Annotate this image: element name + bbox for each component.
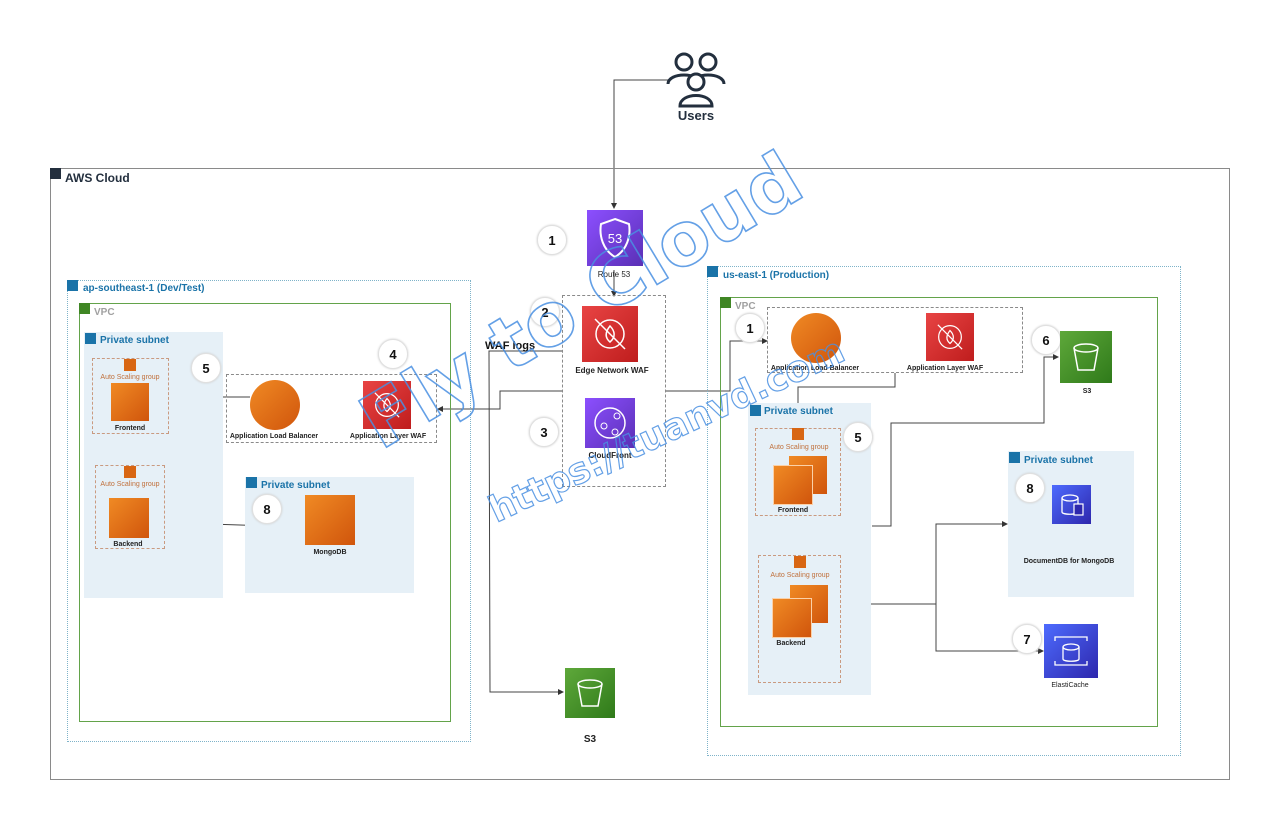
cloudfront-icon[interactable] [585, 398, 635, 448]
dev-frontend-label: Frontend [114, 425, 146, 432]
subnet-lock-icon [85, 333, 96, 344]
prod-alb-label: Application Load Balancer [770, 365, 860, 372]
prod-app-subnet [748, 403, 871, 695]
step-badge-prod-1: 1 [735, 313, 765, 343]
step-badge-4: 4 [378, 339, 408, 369]
edge-to-dev-waf [437, 390, 562, 412]
users-to-route53 [611, 79, 668, 209]
dev-frontend-asg-label: Auto Scaling group [100, 374, 160, 381]
elasticache-icon[interactable] [1044, 624, 1098, 678]
svg-text:53: 53 [608, 231, 622, 246]
asg-icon [794, 556, 806, 568]
prod-frontend-ec2-icon[interactable] [773, 465, 813, 505]
step-badge-3: 3 [529, 417, 559, 447]
mongodb-label: MongoDB [313, 549, 347, 556]
elasticache-label: ElastiCache [1051, 682, 1089, 689]
dev-db-subnet-title: Private subnet [261, 480, 330, 491]
s3-logs-label: S3 [583, 734, 597, 745]
prod-s3-label: S3 [1082, 388, 1092, 395]
prod-alb-icon[interactable] [791, 313, 841, 363]
vpc-icon [720, 297, 731, 308]
route53-icon[interactable]: 53 [587, 210, 643, 266]
aws-logo-icon [50, 168, 61, 179]
asg-icon [792, 428, 804, 440]
vpc-icon [79, 303, 90, 314]
mongodb-ec2-icon[interactable] [305, 495, 355, 545]
prod-vpc-group [720, 297, 1158, 727]
dev-app-waf-label: Application Layer WAF [349, 433, 427, 440]
step-badge-1: 1 [537, 225, 567, 255]
step-badge-prod-8: 8 [1015, 473, 1045, 503]
dev-region-group [67, 280, 471, 742]
prod-backend-asg [758, 555, 841, 683]
cloudfront-label: CloudFront [588, 451, 632, 460]
route53-label: Route 53 [597, 270, 631, 279]
dev-backend-ec2-icon[interactable] [109, 498, 149, 538]
prod-app-subnet-title: Private subnet [764, 406, 833, 417]
documentdb-icon[interactable] [1052, 485, 1091, 524]
prod-backend-to-docdb [829, 521, 1008, 605]
prod-region-title: us-east-1 (Production) [723, 270, 830, 281]
prod-frontend-asg-label: Auto Scaling group [769, 444, 829, 451]
prod-backend-asg-label: Auto Scaling group [770, 572, 830, 579]
prod-app-waf-icon[interactable] [926, 313, 974, 361]
users-label: Users [677, 108, 715, 123]
documentdb-label: DocumentDB for MongoDB [1023, 558, 1115, 565]
edge-group [562, 295, 666, 487]
step-badge-6: 6 [1031, 325, 1061, 355]
waf-logs-to-s3 [488, 350, 564, 695]
dev-app-waf-icon[interactable] [363, 381, 411, 429]
step-badge-7: 7 [1012, 624, 1042, 654]
dev-backend-label: Backend [113, 541, 143, 548]
asg-icon [124, 359, 136, 371]
subnet-lock-icon [246, 477, 257, 488]
dev-region-title: ap-southeast-1 (Dev/Test) [83, 283, 205, 294]
edge-waf-icon[interactable] [582, 306, 638, 362]
asg-icon [124, 466, 136, 478]
aws-cloud-title: AWS Cloud [65, 171, 130, 185]
dev-alb-icon[interactable] [250, 380, 300, 430]
subnet-lock-icon [750, 405, 761, 416]
users-icon [666, 52, 726, 108]
prod-backend-ec2-icon[interactable] [772, 598, 812, 638]
dev-backend-asg-label: Auto Scaling group [100, 481, 160, 488]
prod-app-waf-label: Application Layer WAF [906, 365, 984, 372]
prod-backend-label: Backend [776, 640, 806, 647]
dev-vpc-title: VPC [94, 307, 115, 318]
dev-frontend-ec2-icon[interactable] [111, 383, 149, 421]
users: Users [660, 48, 732, 123]
subnet-lock-icon [1009, 452, 1020, 463]
step-badge-5: 5 [191, 353, 221, 383]
dev-alb-label: Application Load Balancer [229, 433, 319, 440]
region-flag-icon [67, 280, 78, 291]
dev-vpc-group [79, 303, 451, 722]
prod-backend-to-cache [935, 604, 1044, 654]
prod-frontend-label: Frontend [777, 507, 809, 514]
prod-frontend-to-s3 [872, 354, 1059, 527]
prod-db-subnet-title: Private subnet [1024, 455, 1093, 466]
prod-lb-group [767, 307, 1023, 373]
step-badge-prod-5: 5 [843, 422, 873, 452]
prod-vpc-title: VPC [735, 301, 756, 312]
edge-waf-label: Edge Network WAF [575, 366, 649, 375]
s3-logs-icon[interactable] [565, 668, 615, 718]
prod-region-group [707, 266, 1181, 756]
aws-cloud-group [50, 168, 1230, 780]
dev-lb-group [226, 374, 437, 443]
waf-logs-label: WAF logs [485, 340, 536, 352]
dev-frontend-asg [92, 358, 169, 434]
step-badge-8: 8 [252, 494, 282, 524]
prod-s3-icon[interactable] [1060, 331, 1112, 383]
region-flag-icon [707, 266, 718, 277]
dev-app-subnet-title: Private subnet [100, 335, 169, 346]
step-badge-2: 2 [530, 297, 560, 327]
dev-backend-asg [95, 465, 165, 549]
